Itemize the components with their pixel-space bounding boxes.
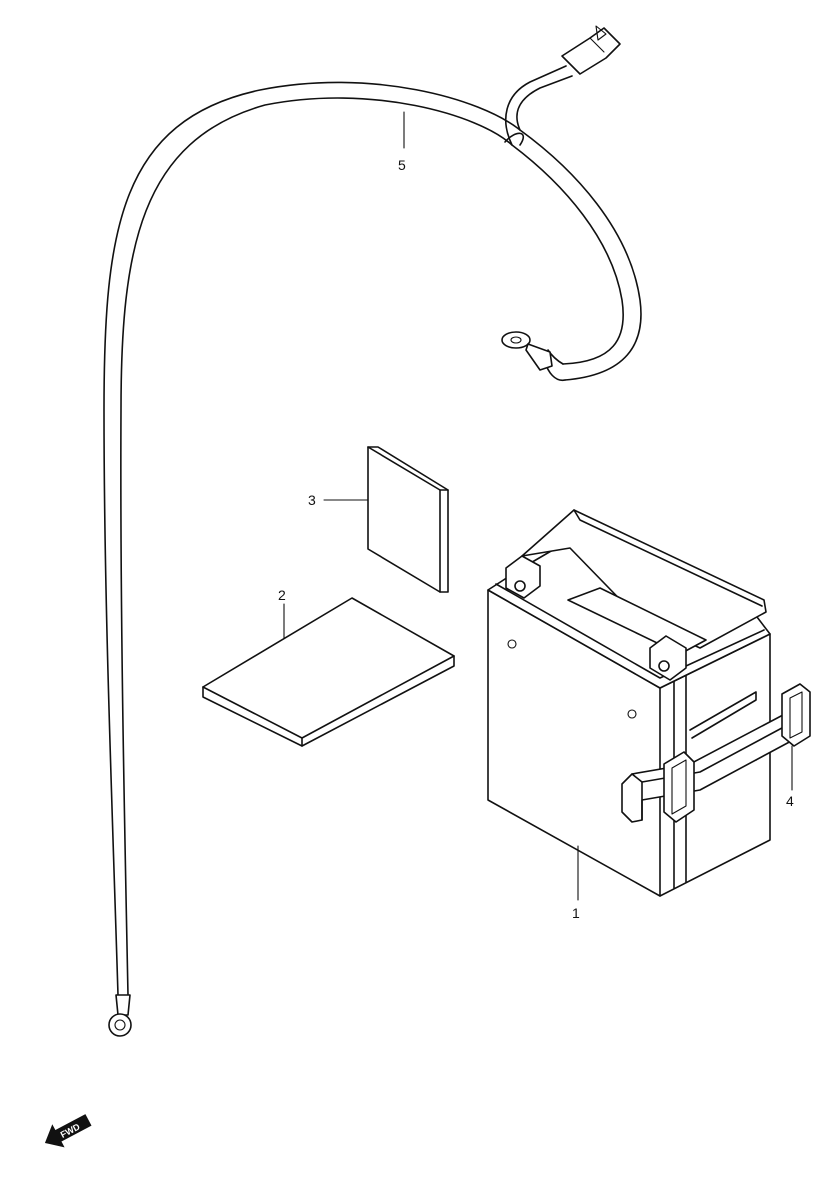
lead-wire bbox=[103, 25, 642, 1037]
callout-2: 2 bbox=[278, 587, 286, 603]
callout-4: 4 bbox=[786, 793, 794, 809]
callout-3: 3 bbox=[308, 492, 316, 508]
battery bbox=[487, 509, 771, 897]
callout-1: 1 bbox=[572, 905, 580, 921]
owners-manual bbox=[202, 597, 455, 747]
leader-lines bbox=[283, 111, 793, 901]
label-sheet bbox=[367, 446, 449, 593]
battery-band bbox=[621, 683, 811, 823]
fwd-arrow-icon: FWD bbox=[44, 1114, 92, 1148]
callout-5: 5 bbox=[398, 157, 406, 173]
